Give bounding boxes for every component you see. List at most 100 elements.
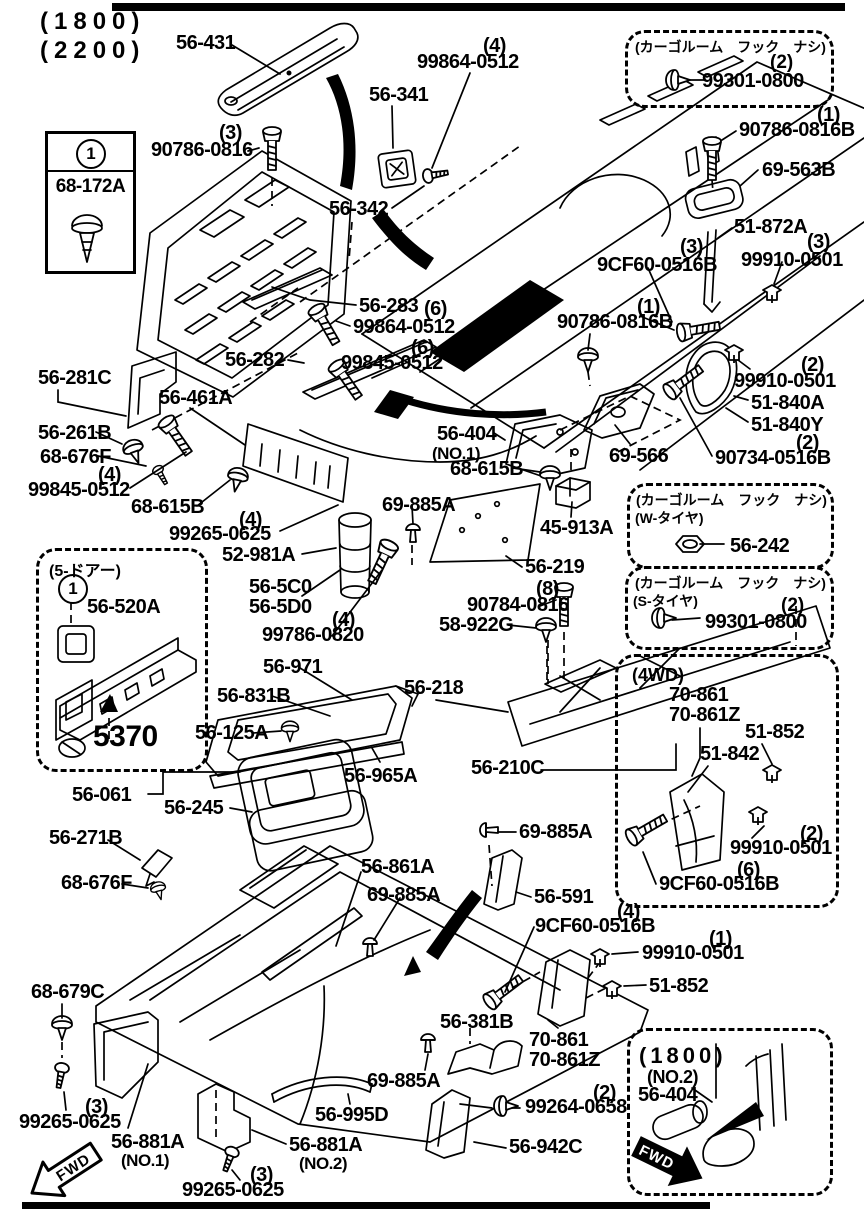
part-label: 90786-0816B <box>739 119 855 141</box>
part-label: 9CF60-0516B <box>535 915 656 937</box>
part-label: (4) <box>483 35 506 57</box>
inset-subtitle: (W-タイヤ) <box>635 510 704 526</box>
part-label: 99265-0625 <box>169 523 271 545</box>
bolt-icon <box>480 970 528 1013</box>
part-label: 99910-0501 <box>642 942 744 964</box>
part-label: 56-125A <box>195 722 269 744</box>
inset-qty: (2) <box>770 52 794 73</box>
inset-cargo-hook-s-tire: (カーゴルーム フック ナシ) (S-タイヤ) (2) 99301-0800 <box>625 566 834 650</box>
part-label: 68-679C <box>31 981 105 1003</box>
screw-icon <box>420 164 450 185</box>
part-label: (1) <box>817 104 840 126</box>
inset-subtitle: (NO.2) <box>647 1067 699 1087</box>
part-label: 56-245 <box>164 797 224 819</box>
front-floor-pan <box>95 845 649 1143</box>
part-label: 99786-0820 <box>262 624 364 646</box>
part-label: 56-461A <box>159 387 233 409</box>
part-label: 90734-0516B <box>715 447 831 469</box>
part-label: (6) <box>737 859 760 881</box>
part-label: 68-615B <box>131 496 205 518</box>
part-label: 56-381B <box>440 1011 514 1033</box>
part-label: 51-840Y <box>751 414 824 436</box>
part-label: 51-852 <box>649 975 709 997</box>
inset-part-number: 99301-0800 <box>702 70 804 92</box>
part-label: 51-872A <box>734 216 808 238</box>
five-door-art <box>55 602 197 758</box>
inset-cargo-hook-w-tire: (カーゴルーム フック ナシ) (W-タイヤ) 56-242 <box>627 483 834 569</box>
part-label: (3) <box>85 1096 108 1118</box>
clip-icon <box>590 948 610 968</box>
part-label: 69-885A <box>367 1070 441 1092</box>
part-label: 99864-0512 <box>353 316 455 338</box>
part-label: 56-261B <box>38 422 112 444</box>
grommet-icon <box>493 1095 519 1117</box>
fastener-clip-icon <box>71 214 103 263</box>
part-label: 56-283 <box>359 295 419 317</box>
part-label: 9CF60-0516B <box>597 254 718 276</box>
part-label: 69-885A <box>367 884 441 906</box>
part-label: (3) <box>219 122 242 144</box>
part-label: 68-615B <box>450 458 524 480</box>
inset-title: (カーゴルーム フック ナシ) <box>635 39 826 55</box>
part-label: 70-861Z <box>529 1049 601 1071</box>
part-label: 99910-0501 <box>741 249 843 271</box>
part-label: 56-210C <box>471 757 545 779</box>
part-label: 90786-0816 <box>151 139 253 161</box>
inset-title: (4WD) <box>632 665 684 685</box>
part-label: (4) <box>617 901 640 923</box>
five-door-index: 1 <box>58 574 88 604</box>
part-label: 69-885A <box>519 821 593 843</box>
part-label: 56-881A <box>111 1131 185 1153</box>
grommet-icon <box>51 1015 73 1041</box>
grommet-icon <box>280 720 300 743</box>
part-label: 99864-0512 <box>417 51 519 73</box>
top-border <box>112 3 845 11</box>
part-label: 99845-0512 <box>341 352 443 374</box>
inset-cargo-hook: (カーゴルーム フック ナシ) (2) 99301-0800 <box>625 30 834 108</box>
inset-4wd: (4WD) <box>615 654 839 908</box>
legend-box: 1 68-172A <box>45 131 136 274</box>
bolt-icon <box>262 126 282 171</box>
part-label: (6) <box>424 298 447 320</box>
part-label: 56-5D0 <box>249 596 312 618</box>
part-label: 70-861Z <box>669 704 741 726</box>
no2-1800-art <box>652 1043 787 1167</box>
part-label: 56-404 <box>437 423 497 445</box>
part-label: 56-431 <box>176 32 236 54</box>
part-label: 56-965A <box>344 765 418 787</box>
back-panel <box>136 150 352 398</box>
part-label: (NO.1) <box>121 1151 170 1170</box>
part-label: 58-922G <box>439 614 514 636</box>
inset-title: (1800) <box>639 1043 727 1068</box>
part-label: 56-218 <box>404 677 464 699</box>
part-label: 99910-0501 <box>734 370 836 392</box>
part-label: 56-341 <box>369 84 429 106</box>
part-56-061 <box>237 738 365 845</box>
inset-part-number: 56-404 <box>638 1084 698 1106</box>
part-label: (2) <box>593 1082 616 1104</box>
part-label: 56-591 <box>534 886 594 908</box>
part-56-431 <box>217 22 359 117</box>
bolt-icon <box>362 536 401 588</box>
part-label: 56-881A <box>289 1134 363 1156</box>
legend-divider <box>48 170 133 172</box>
part-label: 56-271B <box>49 827 123 849</box>
part-label: 56-281C <box>38 367 112 389</box>
weatherstrip-upper <box>326 74 356 190</box>
inset-part-number: 99301-0800 <box>705 611 807 633</box>
screw-icon <box>50 1060 71 1090</box>
part-label: (2200) <box>40 37 146 64</box>
part-label: 99264-0658 <box>525 1096 627 1118</box>
part-label: 51-852 <box>745 721 805 743</box>
bolt-icon <box>660 360 708 403</box>
bottom-border <box>22 1202 710 1209</box>
push-pin-icon <box>405 523 421 543</box>
weatherstrip-lower <box>426 890 482 960</box>
part-label: (1800) <box>40 8 146 35</box>
part-label: 69-885A <box>382 494 456 516</box>
part-label: 56-219 <box>525 556 585 578</box>
part-label: 69-566 <box>609 445 669 467</box>
part-label: 51-842 <box>700 743 760 765</box>
part-label: (4) <box>98 464 121 486</box>
